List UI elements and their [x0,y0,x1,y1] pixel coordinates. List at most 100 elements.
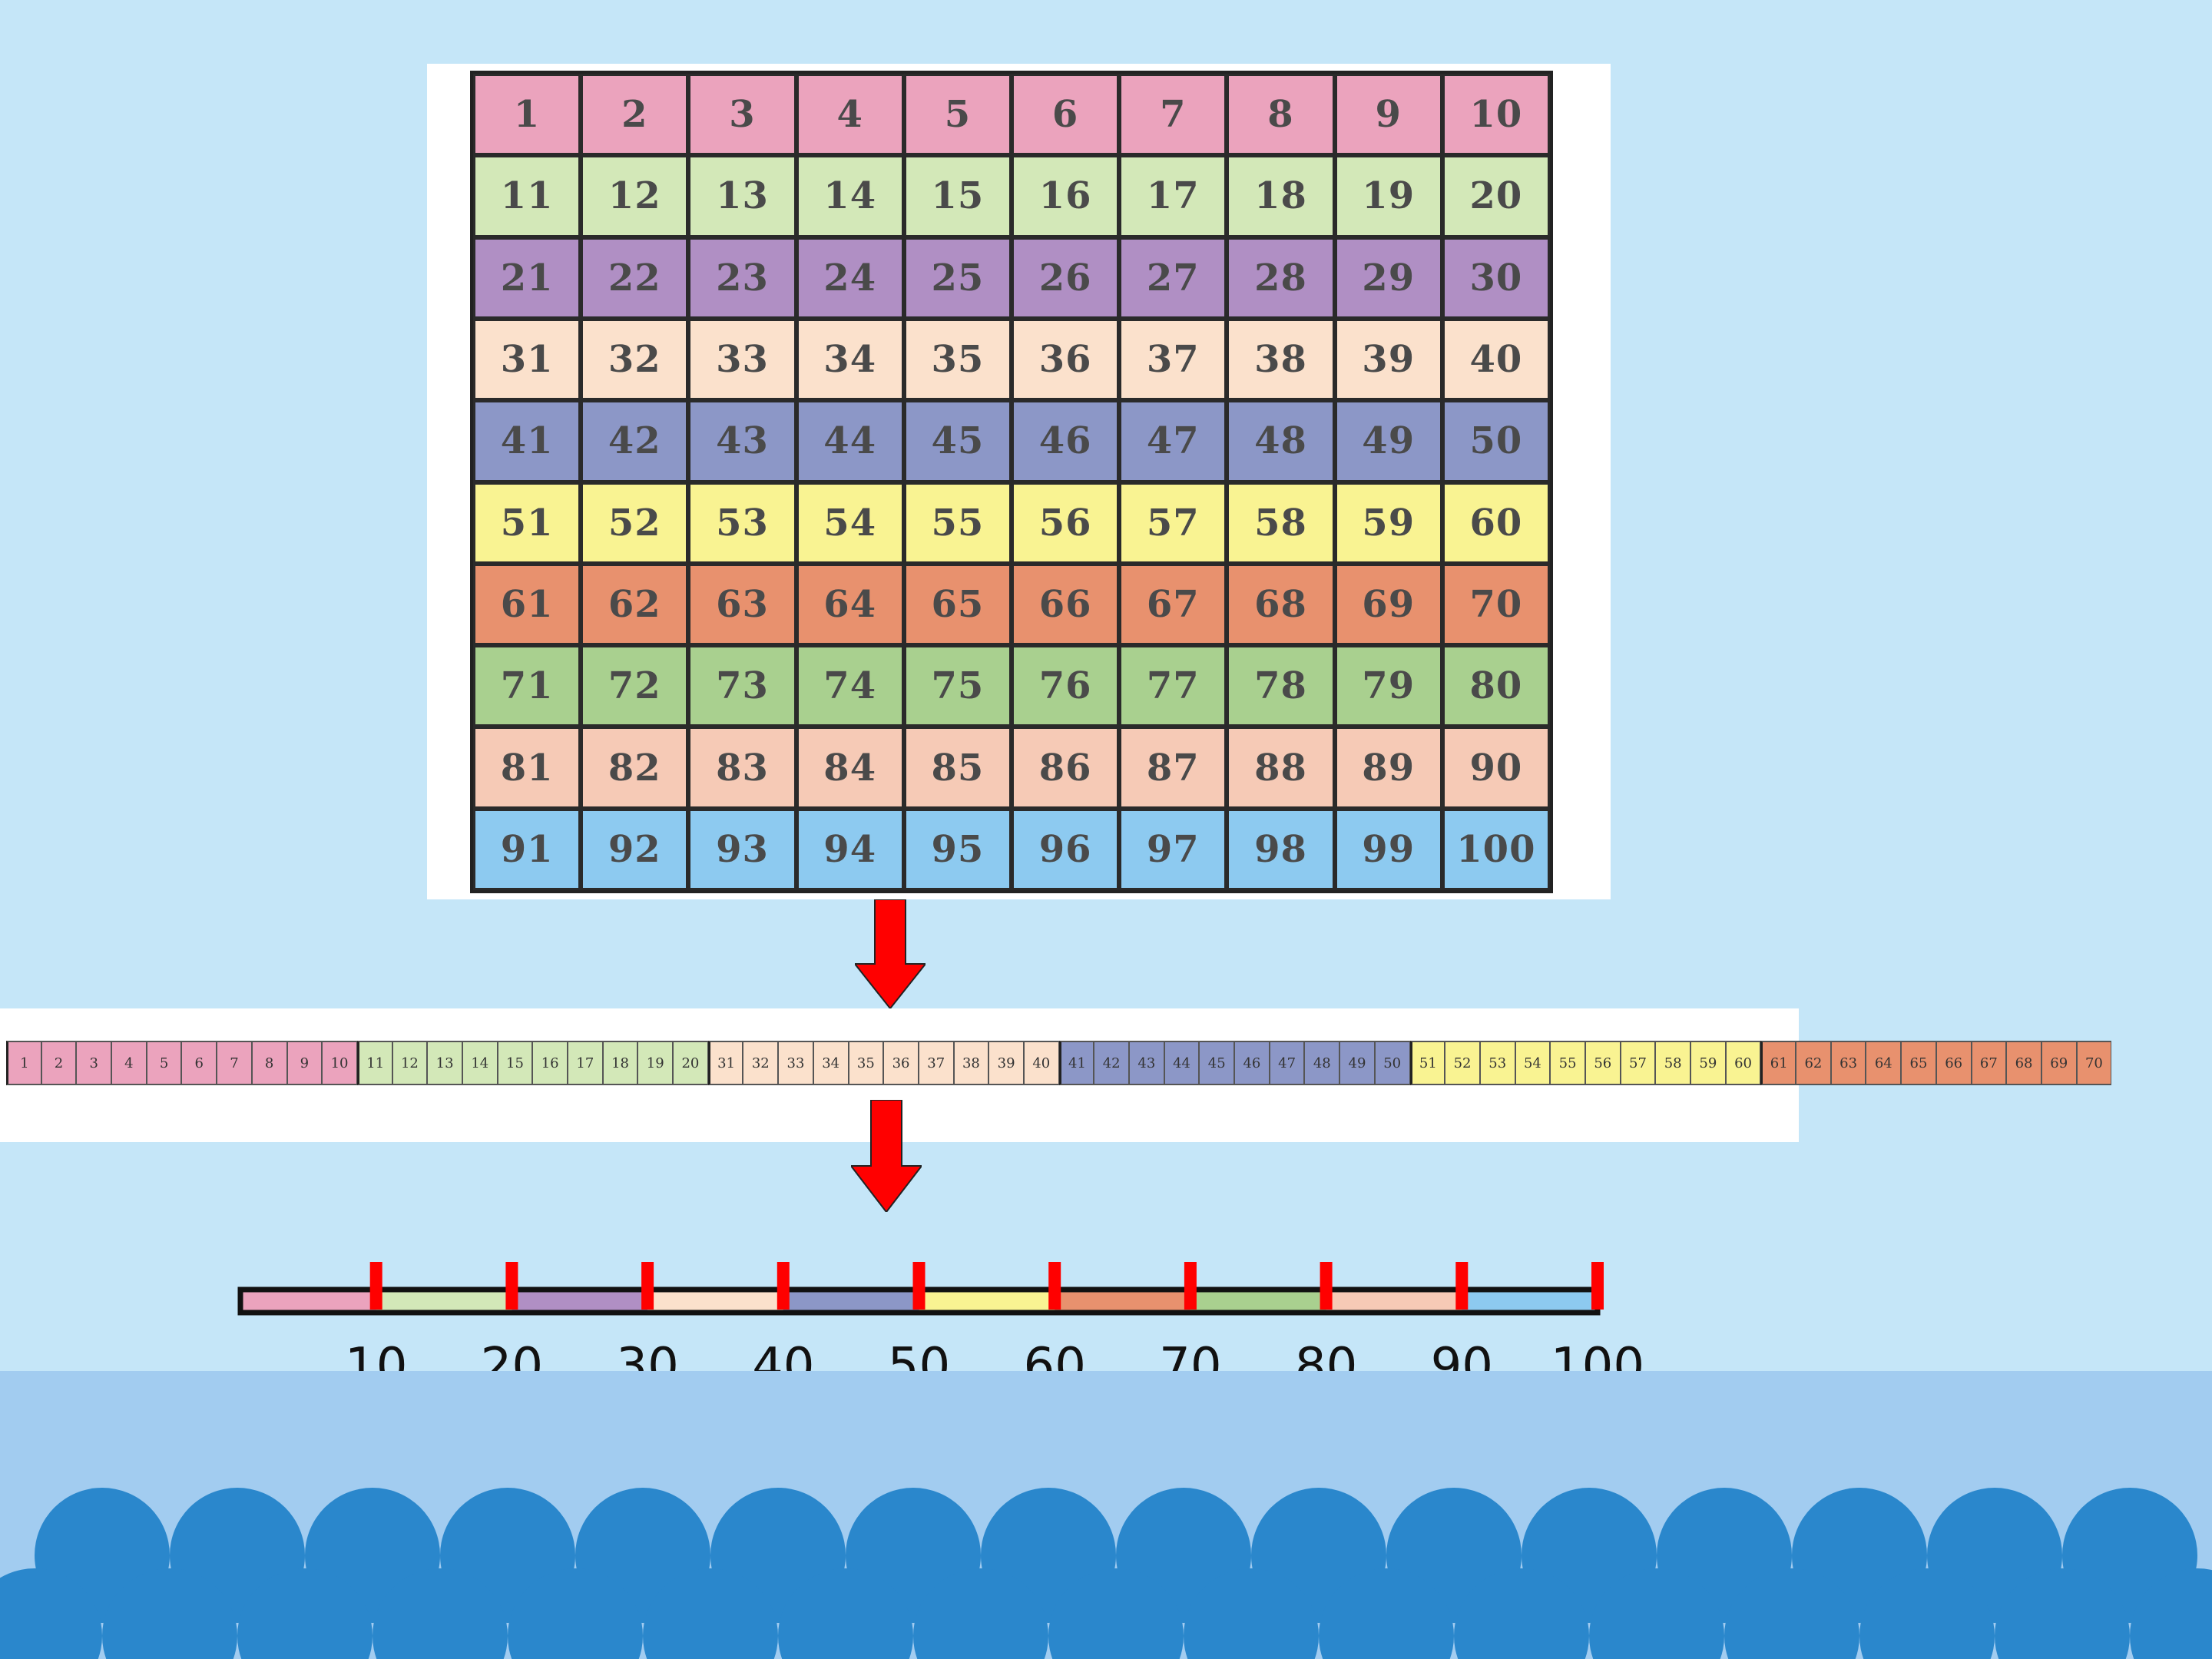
number-strip-cell: 39 [988,1041,1024,1085]
number-strip-cell: 64 [1866,1041,1902,1085]
hundred-chart-cell: 32 [581,318,689,401]
hundred-chart-cell: 91 [473,808,581,890]
hundred-chart-cell: 57 [1119,482,1227,564]
number-strip-cell: 32 [743,1041,779,1085]
hundred-chart-cell: 92 [581,808,689,890]
number-strip-cell: 19 [637,1041,674,1085]
number-strip-cell: 54 [1515,1041,1551,1085]
hundred-chart-cell: 81 [473,727,581,809]
hundred-chart-cell: 25 [903,237,1012,319]
hundred-chart-cell: 31 [473,318,581,401]
number-strip-cell: 60 [1725,1041,1761,1085]
number-strip-cell: 18 [602,1041,638,1085]
hundred-chart-cell: 100 [1442,808,1550,890]
hundred-chart-cell: 47 [1119,400,1227,482]
hundred-chart-cell: 4 [796,74,904,156]
number-strip-cell: 20 [673,1041,708,1085]
number-strip-cell: 1 [6,1041,41,1085]
number-strip-cell: 66 [1936,1041,1972,1085]
hundred-chart-cell: 36 [1011,318,1120,401]
hundred-chart-cell: 15 [903,155,1012,237]
number-strip-cell: 14 [462,1041,498,1085]
hundred-chart-cell: 83 [688,727,796,809]
number-strip-cell: 65 [1901,1041,1936,1085]
hundred-chart-cell: 86 [1011,727,1120,809]
hundred-chart-cell: 79 [1334,645,1442,727]
hundred-chart-cell: 29 [1334,237,1442,319]
number-strip-cell: 67 [1971,1041,2007,1085]
number-strip-cell: 13 [427,1041,462,1085]
number-line-tick [369,1262,382,1310]
number-line-segment [376,1290,512,1313]
number-strip-cell: 2 [41,1041,77,1085]
number-line-tick [1320,1262,1333,1310]
hundred-chart-cell: 50 [1442,400,1550,482]
hundred-chart-cell: 34 [796,318,904,401]
number-strip-cell: 55 [1550,1041,1585,1085]
number-strip-cell: 34 [813,1041,849,1085]
number-strip-cell: 63 [1830,1041,1866,1085]
hundred-chart-cell: 99 [1334,808,1442,890]
number-line-tick [1048,1262,1061,1310]
hundred-chart-cell: 1 [473,74,581,156]
hundred-chart-cell: 42 [581,400,689,482]
hundred-chart-cell: 45 [903,400,1012,482]
hundred-chart-cell: 76 [1011,645,1120,727]
hundred-chart-cell: 61 [473,563,581,646]
number-strip-cell: 56 [1584,1041,1621,1085]
hundred-chart-cell: 2 [581,74,689,156]
hundred-chart-cell: 40 [1442,318,1550,401]
number-line-segment [647,1290,783,1313]
number-strip-cell: 35 [848,1041,884,1085]
waves-decoration [0,1488,2212,1659]
hundred-chart-cell: 37 [1119,318,1227,401]
hundred-chart-cell: 14 [796,155,904,237]
hundred-chart-cell: 19 [1334,155,1442,237]
hundred-chart-cell: 96 [1011,808,1120,890]
hundred-chart-cell: 98 [1227,808,1335,890]
hundred-chart-cell: 18 [1227,155,1335,237]
number-strip-cell: 44 [1164,1041,1200,1085]
number-strip-cell: 33 [778,1041,813,1085]
hundred-chart-cell: 68 [1227,563,1335,646]
hundred-chart-cell: 26 [1011,237,1120,319]
hundred-chart-cell: 27 [1119,237,1227,319]
hundred-chart-cell: 75 [903,645,1012,727]
number-strip-cell: 8 [251,1041,287,1085]
number-line-segment [1326,1290,1462,1313]
number-strip-cell: 59 [1690,1041,1726,1085]
number-strip-cell: 57 [1620,1041,1656,1085]
number-strip-cell: 58 [1655,1041,1690,1085]
hundred-chart-cell: 5 [903,74,1012,156]
number-strip-cell: 12 [392,1041,428,1085]
hundred-chart-cell: 77 [1119,645,1227,727]
hundred-chart-cell: 8 [1227,74,1335,156]
hundred-chart-cell: 87 [1119,727,1227,809]
number-strip-cell: 11 [356,1041,392,1085]
hundred-chart-cell: 43 [688,400,796,482]
hundred-chart-cell: 41 [473,400,581,482]
hundred-chart-cell: 93 [688,808,796,890]
number-line-tick [912,1262,926,1310]
hundred-chart-cell: 52 [581,482,689,564]
hundred-chart-cell: 3 [688,74,796,156]
hundred-chart-cell: 94 [796,808,904,890]
number-strip-cell: 69 [2041,1041,2077,1085]
number-strip-cell: 51 [1409,1041,1445,1085]
number-strip-cell: 7 [217,1041,252,1085]
number-strip-cell: 4 [111,1041,147,1085]
hundred-chart-cell: 53 [688,482,796,564]
hundred-chart-cell: 10 [1442,74,1550,156]
hundred-chart-cell: 62 [581,563,689,646]
number-strip-cell: 3 [76,1041,112,1085]
number-strip-cell: 70 [2076,1041,2112,1085]
number-strip-cell: 17 [568,1041,603,1085]
hundred-chart-cell: 24 [796,237,904,319]
hundred-chart-cell: 56 [1011,482,1120,564]
number-line-segment [240,1290,376,1313]
number-line-segment [1462,1290,1598,1313]
number-strip-cell: 43 [1129,1041,1164,1085]
